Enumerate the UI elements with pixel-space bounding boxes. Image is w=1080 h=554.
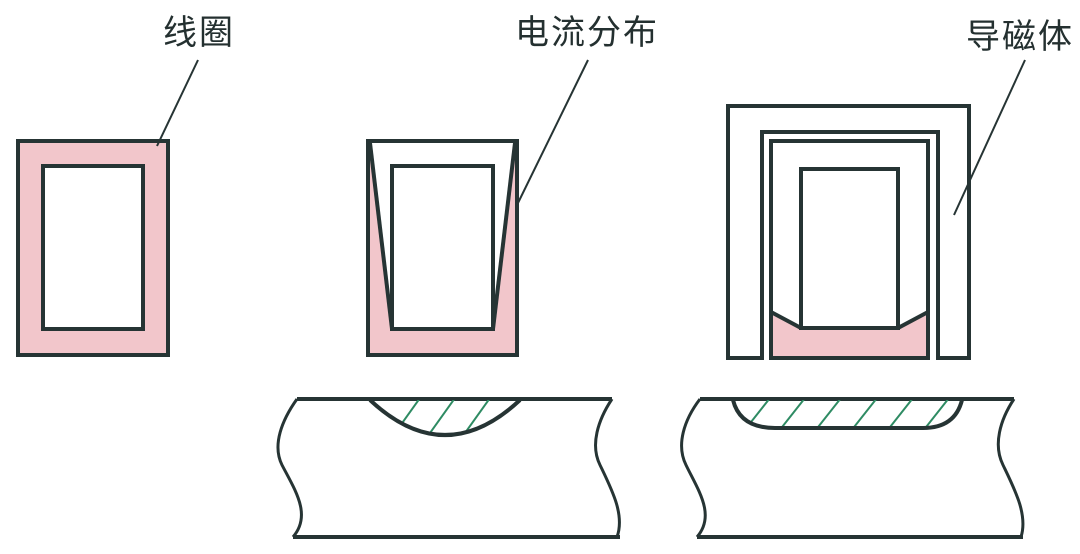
magnetic-conductor-leader-line (953, 59, 1026, 216)
workpiece-break-left (276, 398, 303, 538)
coil-panel (16, 59, 199, 357)
coil-outer-outline (16, 139, 170, 357)
current-boundary (770, 310, 929, 330)
heated-zone-boundary (368, 398, 522, 437)
magnetic-conductor-panel (726, 59, 1026, 360)
magnetic-conductor-label: 导磁体 (966, 17, 1074, 57)
current-boundary-left (368, 142, 394, 330)
coil-outer-outline (366, 139, 519, 357)
workpiece-break-right (594, 398, 621, 538)
workpiece-break-left (680, 398, 707, 538)
workpiece-1 (276, 397, 621, 539)
coil-inner-outline (390, 164, 495, 331)
heated-zone-hatch (739, 400, 950, 429)
coil-leader-line (156, 59, 199, 147)
current-distribution-leader-line (516, 59, 589, 206)
current-boundary-right (491, 142, 517, 330)
workpiece-break-right (996, 398, 1025, 538)
coil-inner-outline (41, 164, 145, 331)
coil-inner-outline (799, 167, 900, 330)
heated-zone-boundary (731, 399, 964, 430)
current-distribution-panel (366, 59, 589, 357)
current-distribution-label: 电流分布 (515, 13, 659, 53)
workpiece-2 (680, 397, 1025, 539)
coil-outer-outline (769, 139, 930, 360)
bottom-current-region (771, 312, 928, 358)
current-distribution-region (368, 141, 517, 355)
coil-label: 线圈 (163, 13, 235, 53)
magnetic-conductor-outer (726, 104, 971, 360)
coil-ring (18, 141, 168, 355)
